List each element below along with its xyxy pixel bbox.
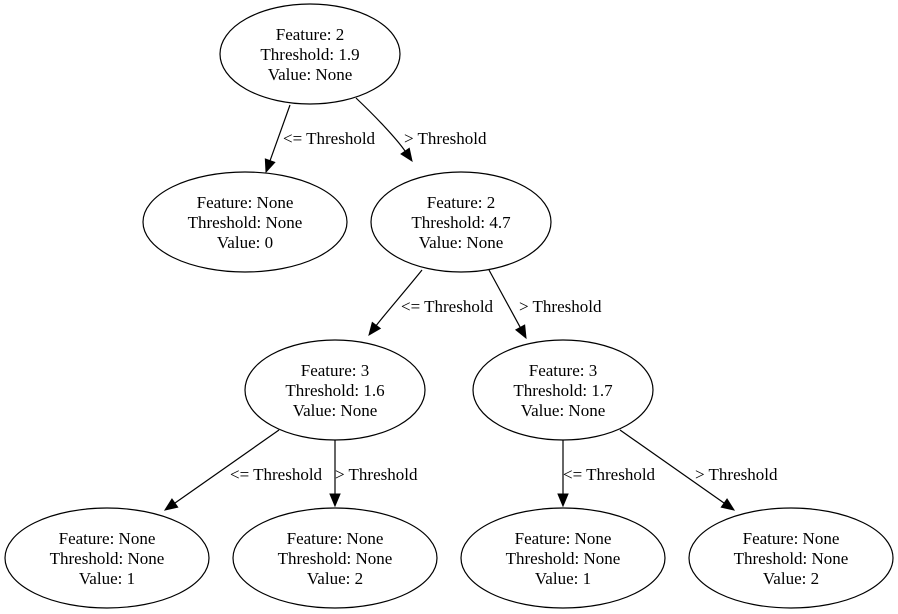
node-feature-text: Feature: 2 xyxy=(276,25,344,44)
edge-n4-n7: <= Threshold xyxy=(557,440,656,508)
node-value-text: Value: 2 xyxy=(763,569,819,588)
edge-n2-n4: > Threshold xyxy=(488,269,602,340)
node-feature-text: Feature: None xyxy=(743,529,840,548)
edge-label: > Threshold xyxy=(519,297,602,316)
node-value-text: Value: None xyxy=(521,401,606,420)
node-feature-text: Feature: 3 xyxy=(529,361,597,380)
edge-n0-n1: <= Threshold xyxy=(264,104,376,174)
node-ellipse xyxy=(219,3,401,105)
arrowhead-icon xyxy=(720,498,736,511)
node-feature-text: Feature: None xyxy=(515,529,612,548)
node-ellipse xyxy=(472,339,654,441)
node-ellipse xyxy=(142,171,348,273)
node-ellipse xyxy=(4,507,210,609)
node-ellipse xyxy=(232,507,438,609)
node-feature-text: Feature: None xyxy=(197,193,294,212)
edge-label: > Threshold xyxy=(404,129,487,148)
node-ellipse xyxy=(460,507,666,609)
node-feature-text: Feature: None xyxy=(287,529,384,548)
edge-label: <= Threshold xyxy=(563,465,656,484)
edge-n3-n6: > Threshold xyxy=(329,440,418,508)
edge-n0-n2: > Threshold xyxy=(355,97,487,163)
node-ellipse xyxy=(688,507,894,609)
node-ellipse xyxy=(370,171,552,273)
arrowhead-icon xyxy=(264,158,276,174)
edge-label: <= Threshold xyxy=(230,465,323,484)
node-threshold-text: Threshold: 1.7 xyxy=(513,381,613,400)
arrowhead-icon xyxy=(514,324,527,340)
node-feature-text: Feature: None xyxy=(59,529,156,548)
edge-line xyxy=(174,429,280,504)
edge-line xyxy=(355,97,406,152)
node-threshold-text: Threshold: 4.7 xyxy=(411,213,511,232)
node-feature-text: Feature: 2 xyxy=(427,193,495,212)
edge-label: > Threshold xyxy=(335,465,418,484)
arrowhead-icon xyxy=(400,147,413,163)
node-value-text: Value: 2 xyxy=(307,569,363,588)
edge-label: > Threshold xyxy=(695,465,778,484)
edge-line xyxy=(375,269,423,326)
edges-layer: <= Threshold > Threshold <= Threshold > Thr… xyxy=(163,97,778,511)
node-threshold-text: Threshold: None xyxy=(188,213,303,232)
arrowhead-icon xyxy=(557,493,569,508)
node-value-text: Value: None xyxy=(419,233,504,252)
edge-n4-n8: > Threshold xyxy=(619,429,778,511)
node-value-text: Value: None xyxy=(293,401,378,420)
edge-label: <= Threshold xyxy=(283,129,376,148)
node-threshold-text: Threshold: 1.9 xyxy=(260,45,359,64)
node-value-text: Value: 0 xyxy=(217,233,273,252)
edge-n3-n5: <= Threshold xyxy=(163,429,323,511)
node-threshold-text: Threshold: None xyxy=(506,549,621,568)
node-ellipse xyxy=(244,339,426,441)
edge-n2-n3: <= Threshold xyxy=(368,269,494,337)
edge-line xyxy=(619,429,725,504)
node-feature-text: Feature: 3 xyxy=(301,361,369,380)
node-threshold-text: Threshold: None xyxy=(50,549,165,568)
arrowhead-icon xyxy=(368,321,382,337)
node-value-text: Value: None xyxy=(268,65,353,84)
edge-line xyxy=(269,104,291,161)
arrowhead-icon xyxy=(163,498,179,511)
node-threshold-text: Threshold: 1.6 xyxy=(285,381,384,400)
arrowhead-icon xyxy=(329,493,341,508)
edge-label: <= Threshold xyxy=(401,297,494,316)
node-threshold-text: Threshold: None xyxy=(734,549,849,568)
node-threshold-text: Threshold: None xyxy=(278,549,393,568)
node-value-text: Value: 1 xyxy=(79,569,135,588)
node-value-text: Value: 1 xyxy=(535,569,591,588)
edge-line xyxy=(488,269,521,328)
